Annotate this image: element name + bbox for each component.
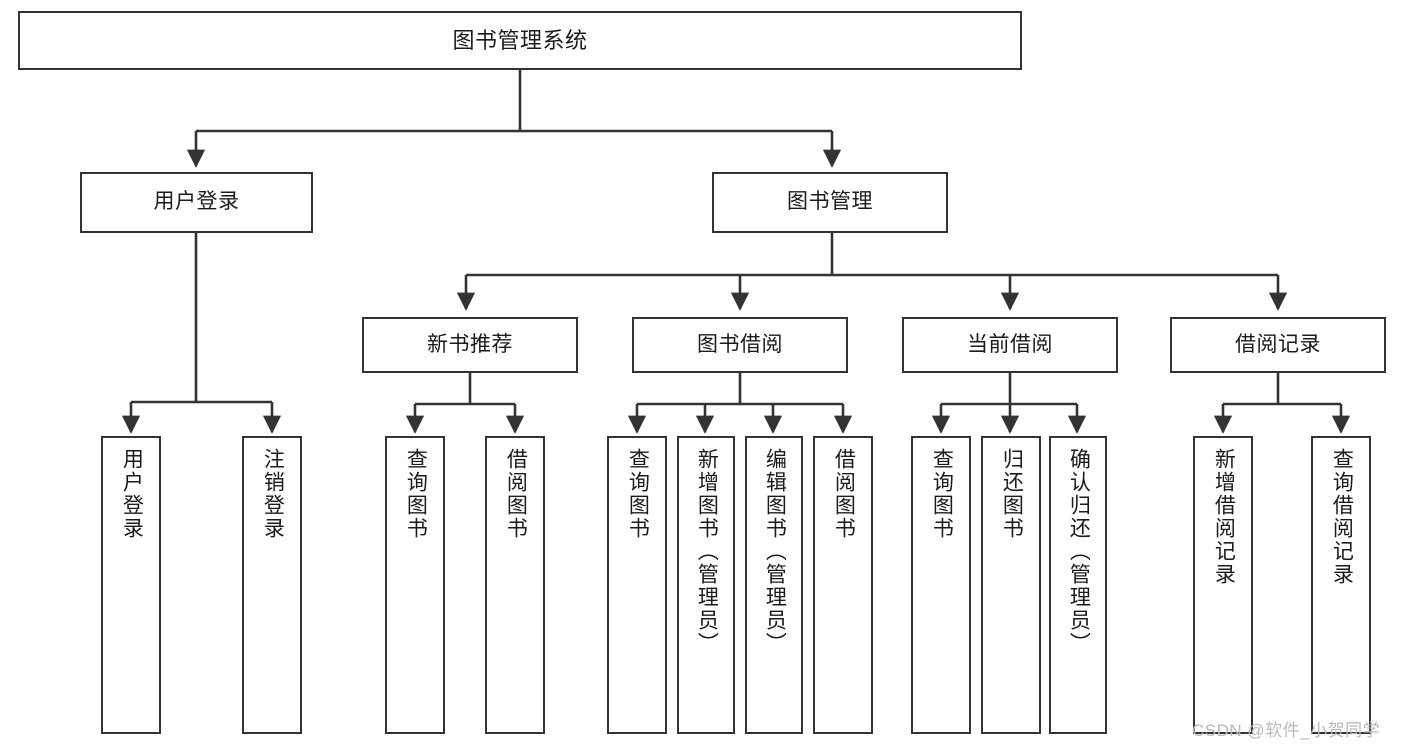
csdn-watermark: CSDN @软件_小贺同学	[1192, 721, 1381, 740]
leaf-user-login[interactable]: 用户登录	[101, 436, 161, 734]
node-borrow-record[interactable]: 借阅记录	[1170, 317, 1386, 373]
node-new-book-recommend[interactable]: 新书推荐	[362, 317, 578, 373]
node-user-login[interactable]: 用户登录	[80, 172, 313, 233]
node-label: 确认归还（管理员）	[1067, 448, 1091, 655]
node-label: 图书管理系统	[452, 27, 588, 53]
node-label: 新增图书（管理员）	[695, 448, 719, 655]
node-label: 图书管理	[787, 190, 873, 214]
node-label: 借阅记录	[1235, 332, 1321, 356]
leaf-return-book[interactable]: 归还图书	[981, 436, 1041, 734]
node-label: 图书借阅	[697, 332, 783, 356]
leaf-user-logout[interactable]: 注销登录	[242, 436, 302, 734]
node-label: 用户登录	[120, 448, 144, 540]
node-label: 新增借阅记录	[1212, 448, 1236, 586]
node-label: 用户登录	[153, 190, 240, 214]
node-label: 借阅图书	[504, 448, 528, 540]
node-current-borrow[interactable]: 当前借阅	[902, 317, 1118, 373]
node-label: 查询图书	[404, 448, 428, 540]
node-label: 当前借阅	[967, 332, 1053, 356]
node-root-system[interactable]: 图书管理系统	[18, 11, 1022, 70]
leaf-borrow-book-recommend[interactable]: 借阅图书	[485, 436, 545, 734]
node-label: 查询图书	[626, 448, 650, 540]
node-label: 新书推荐	[427, 332, 513, 356]
leaf-query-book-current[interactable]: 查询图书	[911, 436, 971, 734]
leaf-add-borrow-record[interactable]: 新增借阅记录	[1193, 436, 1253, 734]
leaf-add-book-admin[interactable]: 新增图书（管理员）	[677, 436, 735, 734]
node-label: 查询借阅记录	[1330, 448, 1354, 586]
leaf-edit-book-admin[interactable]: 编辑图书（管理员）	[745, 436, 803, 734]
leaf-confirm-return-admin[interactable]: 确认归还（管理员）	[1049, 436, 1107, 734]
node-label: 注销登录	[261, 448, 285, 540]
leaf-query-borrow-record[interactable]: 查询借阅记录	[1311, 436, 1371, 734]
node-label: 编辑图书（管理员）	[763, 448, 787, 655]
node-label: 查询图书	[930, 448, 954, 540]
leaf-query-book-recommend[interactable]: 查询图书	[385, 436, 445, 734]
leaf-borrow-book[interactable]: 借阅图书	[813, 436, 873, 734]
leaf-query-book-borrow[interactable]: 查询图书	[607, 436, 667, 734]
node-label: 归还图书	[1000, 448, 1024, 540]
node-book-management[interactable]: 图书管理	[712, 172, 948, 233]
node-book-borrow[interactable]: 图书借阅	[632, 317, 848, 373]
node-label: 借阅图书	[832, 448, 856, 540]
